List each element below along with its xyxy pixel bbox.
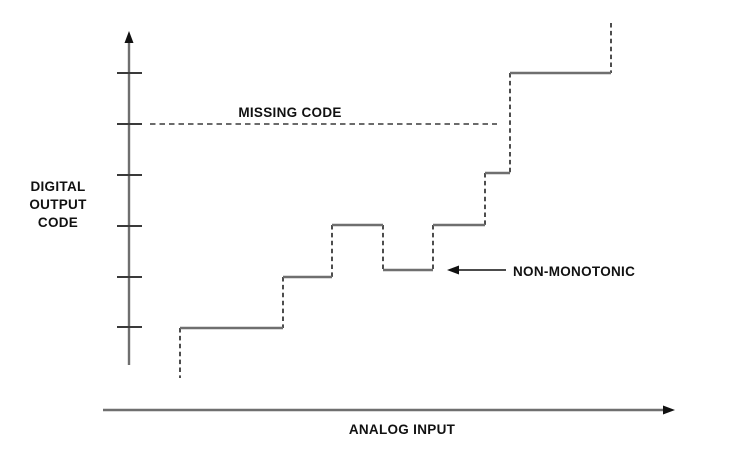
non-monotonic-arrow [447,265,506,275]
x-axis-label: ANALOG INPUT [349,422,456,437]
missing-code-label: MISSING CODE [238,105,341,120]
x-axis [103,405,675,415]
non-monotonic-label: NON-MONOTONIC [513,264,635,279]
y-axis [117,31,142,365]
y-axis-label-line3: CODE [38,215,78,230]
x-axis-arrowhead-icon [663,405,675,415]
y-axis-label-line2: OUTPUT [29,197,87,212]
non-monotonic-arrowhead-icon [447,265,459,275]
staircase-dashed-risers [179,23,612,378]
y-axis-label: DIGITAL OUTPUT CODE [29,179,87,230]
y-axis-arrowhead-icon [124,31,134,43]
staircase-solid-treads [180,71,611,330]
y-axis-label-line1: DIGITAL [30,179,85,194]
